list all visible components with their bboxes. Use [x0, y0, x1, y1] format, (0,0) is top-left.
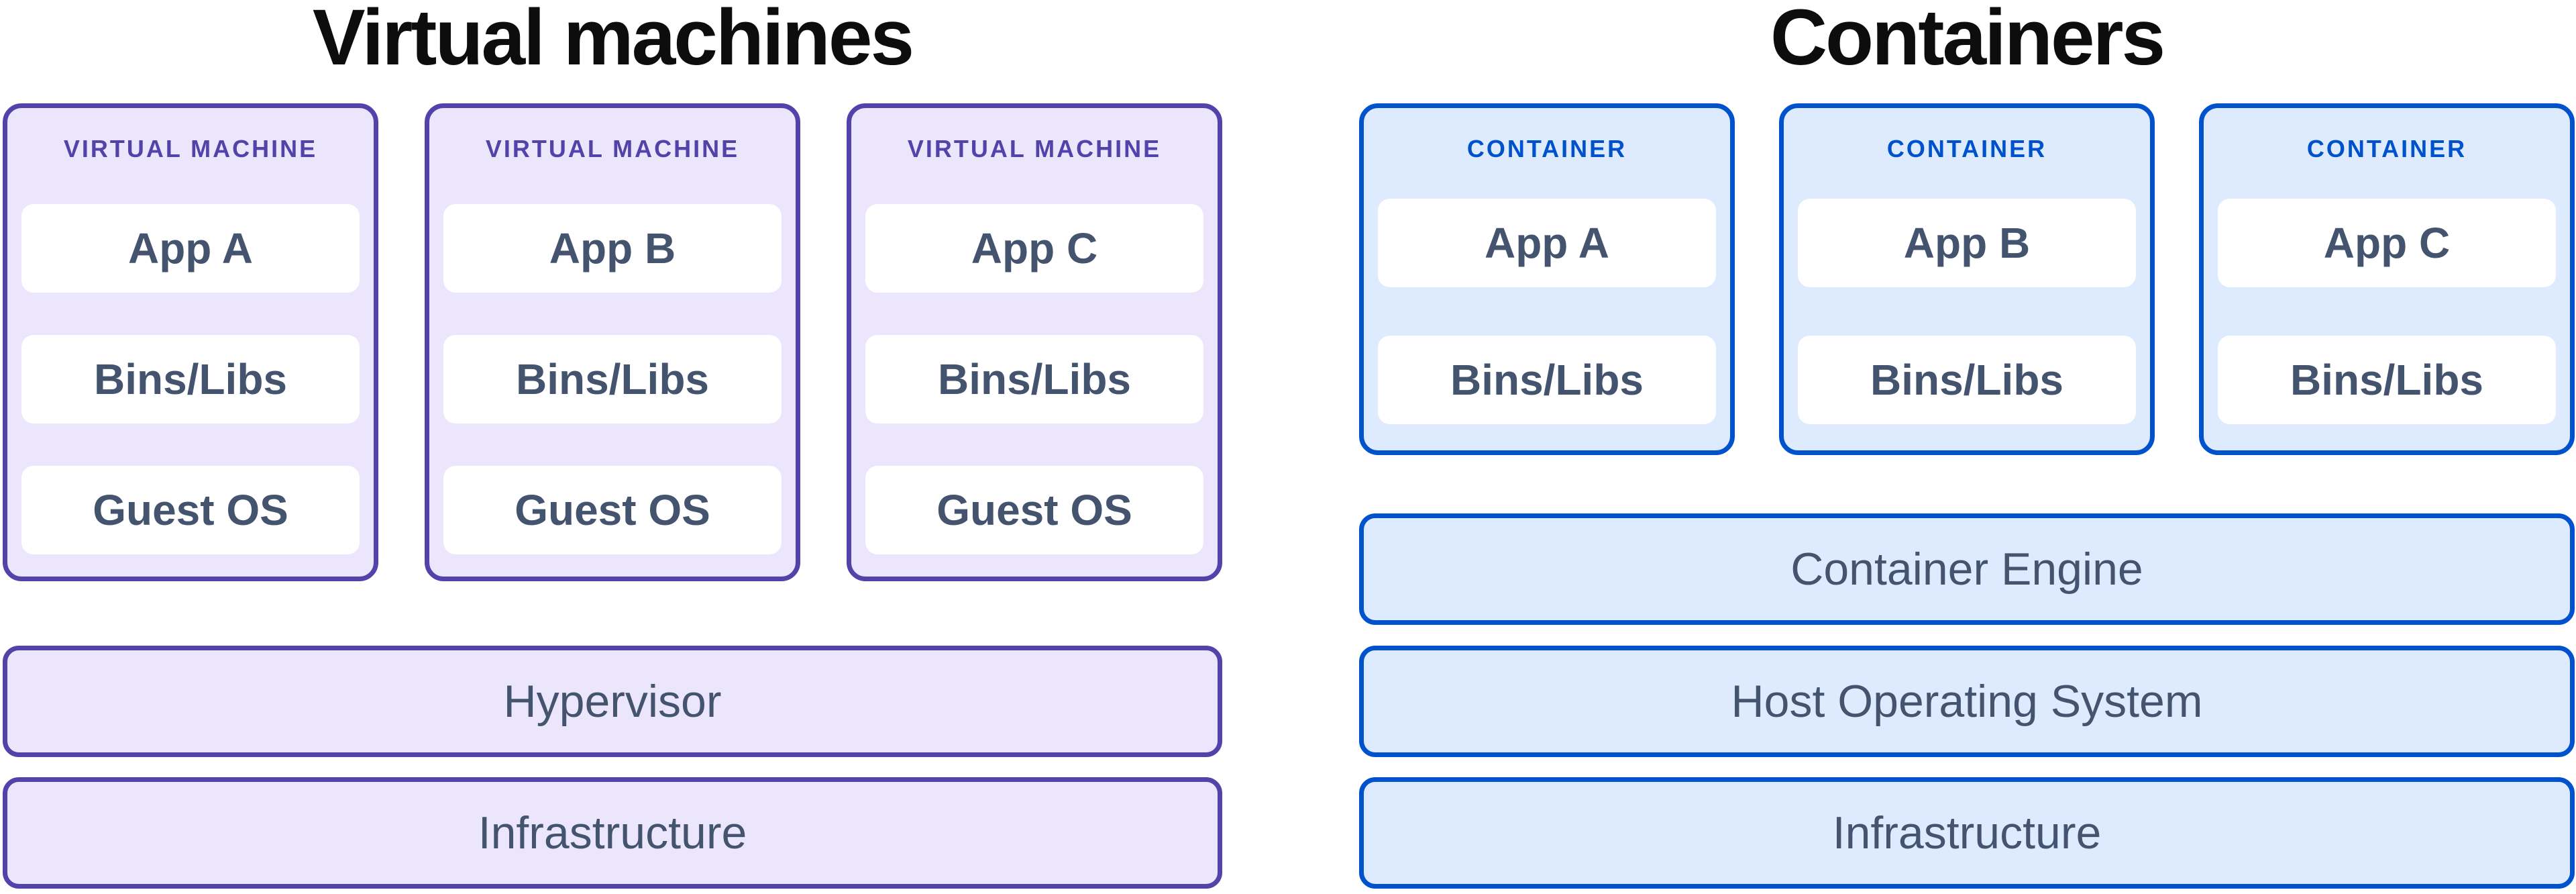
vm-card: VIRTUAL MACHINE App A Bins/Libs Guest OS: [3, 103, 378, 581]
container-card: CONTAINER App B Bins/Libs: [1779, 103, 2155, 455]
container-card: CONTAINER App A Bins/Libs: [1359, 103, 1735, 455]
vm-section-title: Virtual machines: [312, 0, 914, 82]
hypervisor-bar: Hypervisor: [3, 646, 1222, 757]
vm-card: VIRTUAL MACHINE App B Bins/Libs Guest OS: [425, 103, 800, 581]
container-infrastructure-bar: Infrastructure: [1359, 777, 2575, 889]
vm-card-header: VIRTUAL MACHINE: [485, 135, 740, 162]
container-card-header: CONTAINER: [1466, 135, 1627, 162]
vm-bins-libs-box: Bins/Libs: [21, 335, 360, 424]
vm-app-box: App C: [865, 204, 1203, 293]
vm-app-box: App B: [443, 204, 782, 293]
container-bins-libs-box: Bins/Libs: [2218, 336, 2556, 424]
container-bins-libs-box: Bins/Libs: [1798, 336, 2136, 424]
container-app-box: App C: [2218, 199, 2556, 287]
vm-bins-libs-box: Bins/Libs: [443, 335, 782, 424]
vm-app-box: App A: [21, 204, 360, 293]
container-card: CONTAINER App C Bins/Libs: [2199, 103, 2575, 455]
container-card-header: CONTAINER: [2306, 135, 2467, 162]
vm-guest-os-box: Guest OS: [865, 466, 1203, 554]
container-app-box: App A: [1378, 199, 1716, 287]
container-bins-libs-box: Bins/Libs: [1378, 336, 1716, 424]
vm-guest-os-box: Guest OS: [21, 466, 360, 554]
host-os-bar: Host Operating System: [1359, 646, 2575, 757]
vm-card-header: VIRTUAL MACHINE: [63, 135, 318, 162]
container-card-header: CONTAINER: [1886, 135, 2047, 162]
vm-bins-libs-box: Bins/Libs: [865, 335, 1203, 424]
container-engine-bar: Container Engine: [1359, 513, 2575, 625]
containers-section-title: Containers: [1770, 0, 2165, 82]
vm-infrastructure-bar: Infrastructure: [3, 777, 1222, 889]
container-app-box: App B: [1798, 199, 2136, 287]
vm-guest-os-box: Guest OS: [443, 466, 782, 554]
vm-card-header: VIRTUAL MACHINE: [907, 135, 1162, 162]
vm-card: VIRTUAL MACHINE App C Bins/Libs Guest OS: [847, 103, 1222, 581]
